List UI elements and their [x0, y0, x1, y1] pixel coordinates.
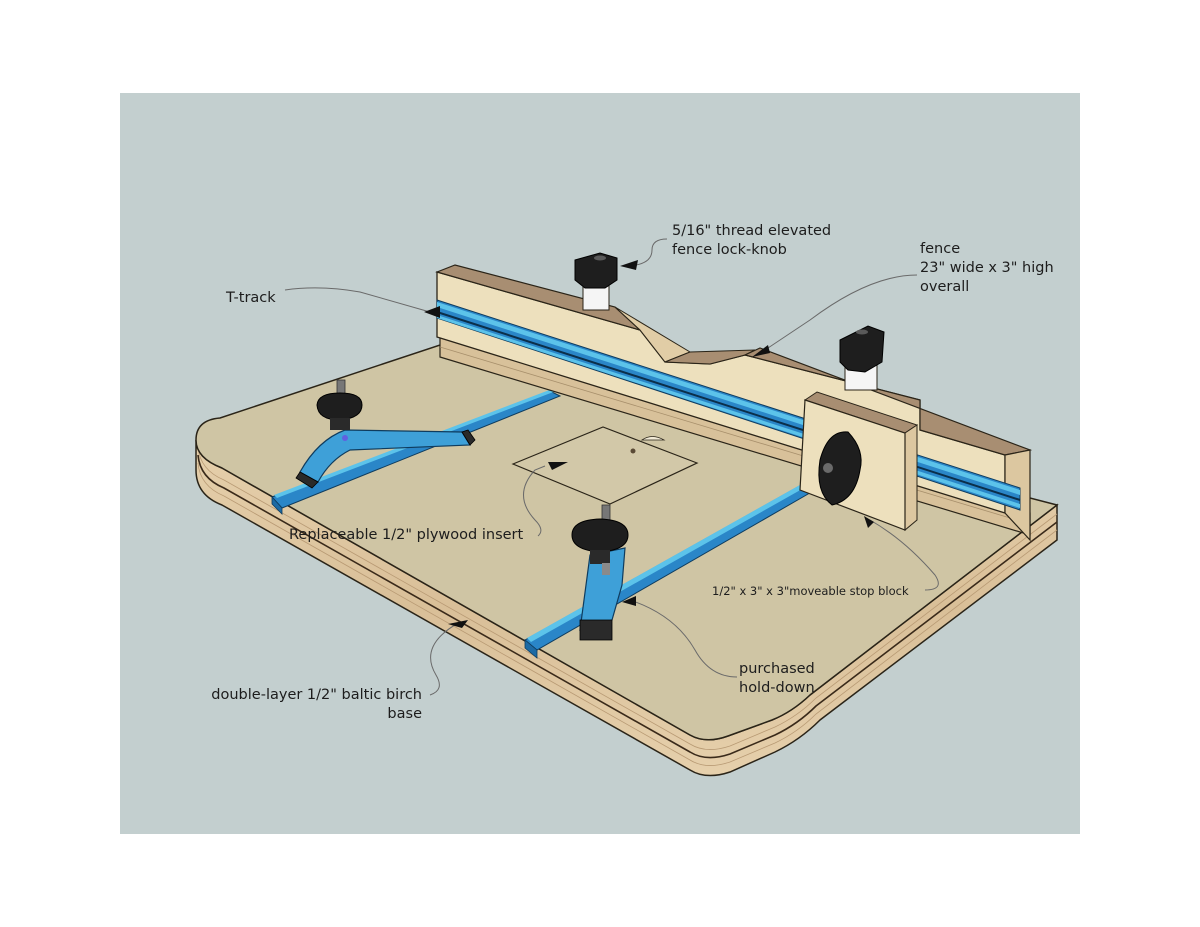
arrow-icon [548, 462, 568, 470]
hold-down-label-line1: purchased [739, 661, 815, 677]
stop-block-label: 1/2" x 3" x 3"moveable stop block [712, 584, 909, 598]
hold-down-knob-icon [316, 392, 363, 421]
hold-down-label: purchased hold-down [739, 660, 815, 698]
t-track-label: T-track [226, 290, 276, 306]
lock-knob-label-line2: fence lock-knob [672, 242, 787, 258]
fence-label-line3: overall [920, 279, 970, 295]
insert-label: Replaceable 1/2" plywood insert [289, 527, 524, 543]
arrow-icon [620, 260, 638, 270]
arrow-icon [622, 596, 636, 606]
fence-label-line2: 23" wide x 3" high [920, 260, 1054, 276]
leader-lines [284, 238, 939, 696]
lock-knob-label: 5/16" thread elevated fence lock-knob [672, 222, 831, 260]
fence-label-line1: fence [920, 241, 961, 257]
hold-down-left [295, 379, 476, 489]
hold-down-knob-icon [571, 518, 629, 553]
fence-lock-knob-right [839, 325, 885, 391]
fence-lock-knob-left [574, 252, 618, 311]
fence-label: fence 23" wide x 3" high overall [920, 240, 1054, 297]
stop-block [799, 391, 919, 532]
plywood-insert [511, 426, 699, 505]
arrow-icon [424, 306, 440, 318]
lock-knob-label-line1: 5/16" thread elevated [672, 223, 832, 239]
hold-down-label-line2: hold-down [739, 680, 815, 696]
stop-block-knob-icon [818, 431, 862, 506]
arrow-icon [752, 345, 770, 357]
base-label-line2: base [387, 706, 422, 722]
base-label-line1: double-layer 1/2" baltic birch [211, 687, 422, 703]
arrowheads [424, 260, 874, 628]
arrow-icon [448, 620, 468, 628]
arrow-icon [864, 516, 874, 528]
hold-down-right [571, 504, 629, 641]
base-label: double-layer 1/2" baltic birch base [198, 686, 422, 724]
